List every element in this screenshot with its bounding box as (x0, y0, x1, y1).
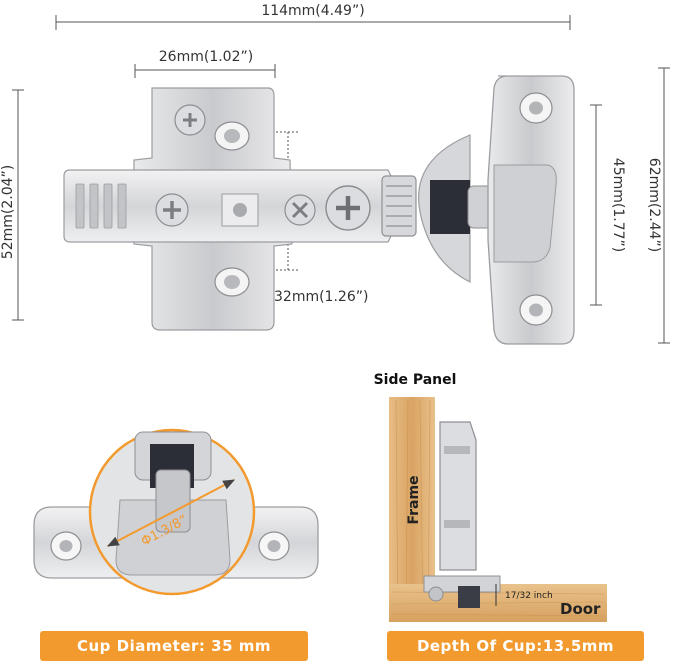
dimension-lines (12, 15, 670, 344)
hinge-front-view (63, 75, 575, 345)
gap-label: 17/32 inch (505, 591, 553, 601)
overall-width-label: 114mm(4.49”) (261, 3, 364, 19)
hole-spacing-label: 32mm(1.26”) (274, 289, 368, 305)
side-view (389, 397, 607, 622)
overall-height-label: 62mm(2.44”) (646, 158, 662, 252)
frame-label: Frame (406, 475, 422, 524)
hinge-height-label: 52mm(2.04”) (0, 165, 16, 259)
cup-diameter-badge: Cup Diameter: 35 mm (40, 631, 308, 661)
side-panel-title: Side Panel (373, 372, 457, 388)
cup-view (33, 428, 319, 596)
plate-height-label: 45mm(1.77”) (610, 158, 626, 252)
door-label: Door (560, 600, 601, 618)
cup-depth-badge: Depth Of Cup:13.5mm (387, 631, 644, 661)
mount-plate-width-label: 26mm(1.02”) (159, 49, 253, 65)
